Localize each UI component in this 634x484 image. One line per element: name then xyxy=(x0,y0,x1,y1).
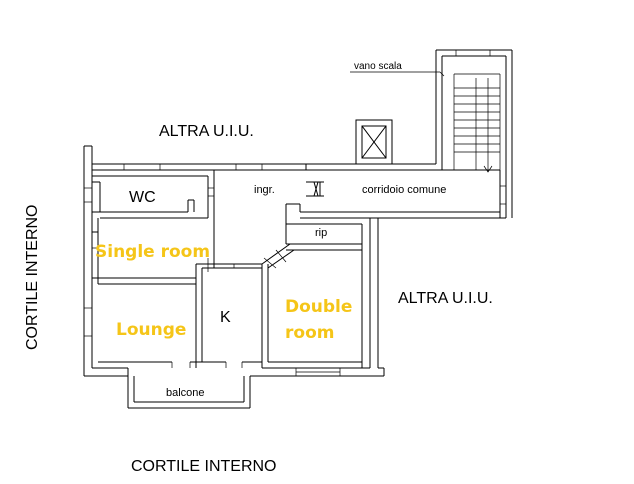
double-room-label-line1: Double xyxy=(285,297,352,317)
lounge-label: Lounge xyxy=(116,320,186,340)
corridor-walls xyxy=(300,150,507,219)
altra-uiu-top-label: ALTRA U.I.U. xyxy=(159,123,254,140)
balcone-label: balcone xyxy=(166,387,205,399)
balcony xyxy=(127,368,251,409)
cortile-interno-left-label: CORTILE INTERNO xyxy=(24,205,41,351)
rip-label: rip xyxy=(315,227,327,239)
stairwell xyxy=(350,49,513,218)
wc-label: WC xyxy=(129,189,156,206)
ingr-label: ingr. xyxy=(254,184,275,196)
single-room-label: Single room xyxy=(95,242,210,262)
double-room-label-line2: room xyxy=(285,323,334,343)
vano-scala-label: vano scala xyxy=(354,61,402,72)
internal-walls xyxy=(84,164,363,376)
lift-shaft xyxy=(355,119,393,165)
kitchen-label: K xyxy=(220,309,231,326)
altra-uiu-right-label: ALTRA U.I.U. xyxy=(398,290,493,307)
cortile-interno-bottom-label: CORTILE INTERNO xyxy=(131,458,277,475)
corridoio-comune-label: corridoio comune xyxy=(362,184,446,196)
outer-walls xyxy=(83,145,385,377)
